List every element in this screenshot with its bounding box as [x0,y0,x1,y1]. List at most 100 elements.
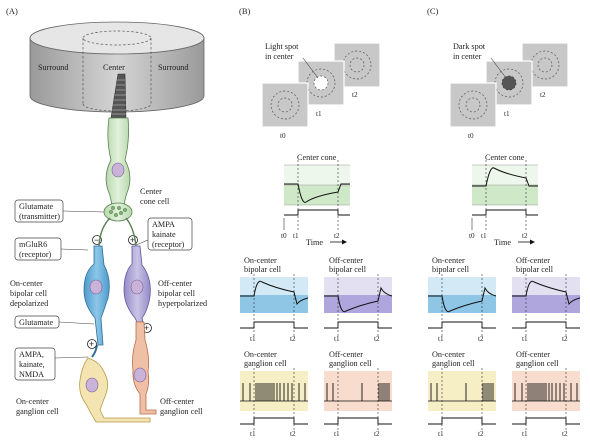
on-center-ganglion-cell [79,357,151,423]
on-center-ganglion-label-1: On-center [16,397,49,406]
svg-text:kainate: kainate [152,230,176,239]
svg-text:(receptor): (receptor) [19,250,52,259]
panel-c-off-ganglion-title-1: Off-center [516,350,550,359]
panel-b-time-arrow [330,239,347,245]
panel-b-on-ganglion-tick-t2: t2 [290,430,296,438]
panel-b-center-cone-title: Center cone [297,153,337,162]
on-center-bipolar-cell [83,245,110,358]
panel-b-off-bipolar-tick-t2: t2 [374,335,380,343]
svg-text:NMDA: NMDA [19,370,44,379]
panel-c-on-ganglion-tick-t2: t2 [478,430,484,438]
receptive-field-cylinder [29,21,205,113]
panel-c-on-bipolar-title-1: On-center [432,256,465,265]
panel-b-spot-label-1: Light spot [265,42,299,51]
panel-b-on-ganglion-title-1: On-center [244,350,277,359]
glutamate-box: Glutamate [14,315,60,329]
panel-b-label: (B) [239,6,251,16]
panel-c-on-ganglion-tick-t1: t1 [438,430,444,438]
panel-c-off-bipolar-tick-t1: t1 [522,335,528,343]
panel-b-off-bipolar-title-1: Off-center [329,256,363,265]
panel-c-off-bipolar-title-2: bipolar cell [516,265,554,274]
panel-c-off-ganglion-spikes [514,383,578,401]
panel-c-stimulus-frames [449,42,569,128]
panel-c-on-bipolar-trace [428,274,497,336]
panel-c-off-ganglion-tick-t2: t2 [562,430,568,438]
svg-text:+: + [144,323,149,333]
panel-b-off-ganglion-tick-t1: t1 [334,430,340,438]
panel-c-center-cone-trace [471,160,538,232]
ampa-kainate-nmda-box: AMPA, kainate, NMDA [14,347,56,381]
ampa-kainate-receptor-box: AMPA kainate (receptor) [147,217,193,251]
panel-c-frame-t2: t2 [540,91,546,99]
off-center-ganglion-label-2: ganglion cell [160,407,203,416]
surround-right-label: Surround [158,63,188,72]
on-center-ganglion-label-2: ganglion cell [16,407,59,416]
panel-b-off-ganglion-trace [324,368,392,430]
panel-b-on-ganglion-trace [240,368,308,430]
panel-c-spot-label-1: Dark spot [453,42,486,51]
panel-b-off-bipolar-trace [324,274,393,336]
svg-text:+: + [89,339,94,349]
panel-b-cone-tick-t1: t1 [293,232,299,240]
surround-left-label: Surround [38,63,68,72]
on-center-bipolar-label-2: bipolar cell [10,289,48,298]
panel-c-on-ganglion-spikes [430,383,494,401]
panel-a-label: (A) [6,6,18,16]
center-cone-cell-label-1: Center [140,187,162,196]
panel-c-frame-t0: t0 [468,132,474,140]
panel-b-frame-t1: t1 [316,110,322,118]
panel-b-frame-t0: t0 [280,132,286,140]
panel-c-on-bipolar-tick-t1: t1 [438,335,444,343]
svg-text:AMPA,: AMPA, [19,350,44,359]
svg-text:+: + [130,235,135,245]
svg-text:Glutamate: Glutamate [19,318,53,327]
panel-c-spot-label-2: in center [453,52,482,61]
panel-b-frame-t2: t2 [352,91,358,99]
center-cone-cell-label-2: cone cell [140,197,170,206]
panel-c-on-ganglion-title-2: ganglion cell [432,359,475,368]
off-center-bipolar-cell [123,245,151,323]
panel-b-off-ganglion-spikes [326,383,390,401]
panel-b-off-ganglion-title-1: Off-center [329,350,363,359]
panel-c-cone-tick-t1: t1 [481,232,487,240]
off-center-bipolar-label-1: Off-center [158,279,192,288]
panel-b-stimulus-frames [261,42,381,128]
svg-text:mGluR6: mGluR6 [19,240,47,249]
panel-b-off-ganglion-title-2: ganglion cell [329,359,372,368]
panel-b-on-ganglion-spikes [242,383,306,401]
svg-text:−: − [94,235,99,245]
panel-c-off-bipolar-tick-t2: t2 [562,335,568,343]
panel-c-on-bipolar-title-2: bipolar cell [432,265,470,274]
panel-c-off-ganglion-trace [512,368,580,430]
panel-c-cone-tick-t2: t2 [522,232,528,240]
off-center-bipolar-label-3: hyperpolarized [158,299,207,308]
panel-b-off-ganglion-tick-t2: t2 [374,430,380,438]
panel-c-off-ganglion-tick-t1: t1 [522,430,528,438]
panel-c-center-cone-title: Center cone [485,153,525,162]
panel-b-on-ganglion-tick-t1: t1 [250,430,256,438]
panel-b-on-bipolar-title-2: bipolar cell [244,265,282,274]
off-center-ganglion-cell [132,321,157,415]
panel-c-cone-tick-t0: t0 [469,232,475,240]
panel-c-frame-t1: t1 [504,110,510,118]
panel-b-cone-tick-t0: t0 [281,232,287,240]
panel-b-on-bipolar-tick-t2: t2 [290,335,296,343]
panel-b-off-bipolar-tick-t1: t1 [334,335,340,343]
panel-b-on-bipolar-tick-t1: t1 [250,335,256,343]
panel-c-on-ganglion-title-1: On-center [432,350,465,359]
off-center-ganglion-label-1: Off-center [160,397,194,406]
mglur6-receptor-box: mGluR6 (receptor) [14,237,62,261]
panel-c-off-ganglion-title-2: ganglion cell [516,359,559,368]
center-cone-cell [103,117,133,222]
panel-b-time-label: Time [306,238,323,247]
panel-b-on-bipolar-title-1: On-center [244,256,277,265]
center-label: Center [103,63,125,72]
svg-text:AMPA: AMPA [152,220,175,229]
panel-b-cone-tick-t2: t2 [334,232,340,240]
panel-b-on-ganglion-title-2: ganglion cell [244,359,287,368]
panel-c-off-bipolar-trace [512,274,581,336]
panel-b-off-bipolar-title-2: bipolar cell [329,265,367,274]
panel-c-off-bipolar-title-1: Off-center [516,256,550,265]
panel-c-on-bipolar-tick-t2: t2 [478,335,484,343]
